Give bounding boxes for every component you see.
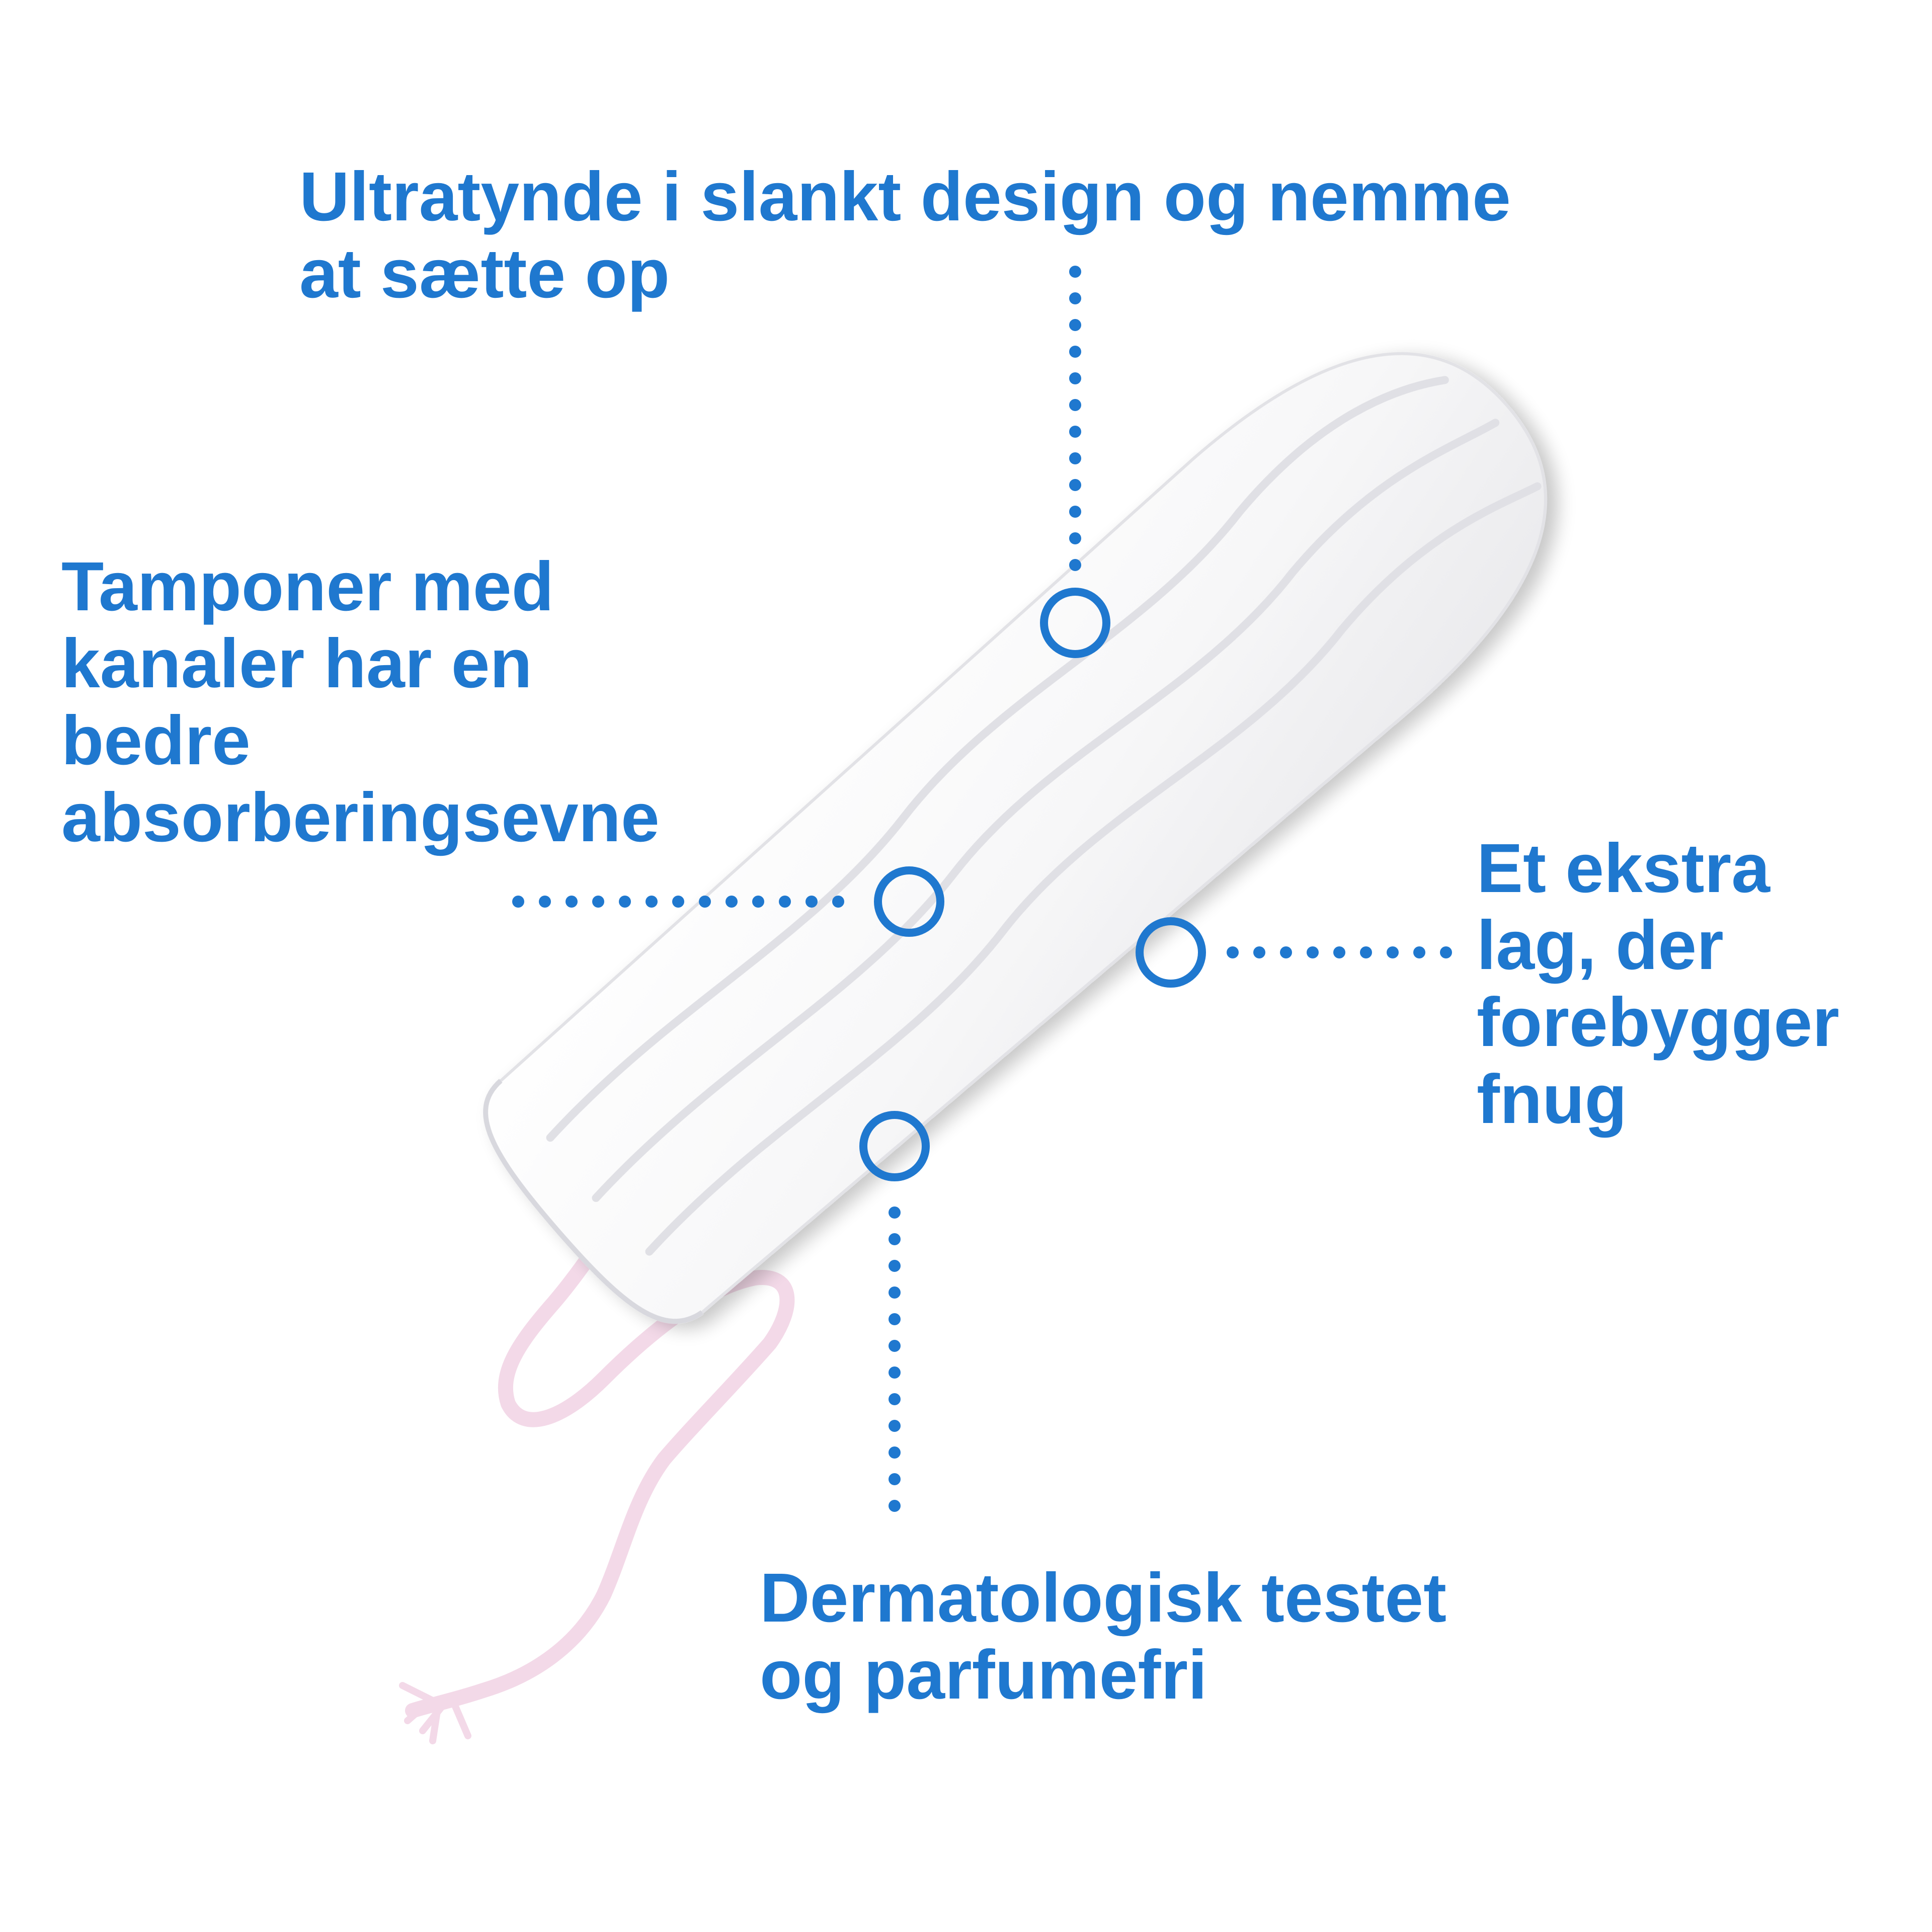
callout-dermatologically-tested-line: og parfumefri	[760, 1636, 1208, 1714]
callout-extra-layer-line: lag, der	[1477, 907, 1724, 984]
callout-extra-layer: Et ekstra lag, der forebygger fnug	[1477, 830, 1839, 1138]
callout-dermatologically-tested-line: Dermatologisk testet	[760, 1559, 1447, 1637]
tampon-string	[405, 1175, 795, 1718]
tampon-grooves	[546, 376, 1542, 1256]
callout-channels-line: absorberingsevne	[61, 779, 660, 856]
marker-bottom-circle	[859, 1111, 930, 1181]
callout-markers	[859, 588, 1206, 1181]
marker-right-circle	[1136, 917, 1206, 988]
string-frayed-end	[399, 1682, 471, 1744]
callout-dermatologically-tested: Dermatologisk testet og parfumefri	[760, 1560, 1446, 1714]
callout-extra-layer-line: fnug	[1477, 1061, 1627, 1138]
leader-lines	[512, 266, 1465, 1538]
callout-extra-layer-line: forebygger	[1477, 984, 1839, 1061]
callout-channels-line: kanaler har en	[61, 625, 532, 702]
tampon-body	[483, 352, 1547, 1324]
callout-slim-design-line: Ultratynde i slankt design og nemme	[299, 158, 1511, 235]
callout-slim-design-line: at sætte op	[299, 235, 670, 312]
callout-channels: Tamponer med kanaler har en bedre absorb…	[61, 548, 660, 856]
marker-left-circle	[874, 866, 944, 937]
callout-channels-line: bedre	[61, 702, 251, 779]
callout-channels-line: Tamponer med	[61, 548, 554, 625]
callout-extra-layer-line: Et ekstra	[1477, 830, 1770, 907]
marker-top-circle	[1040, 588, 1110, 658]
callout-slim-design: Ultratynde i slankt design og nemme at s…	[299, 158, 1511, 312]
